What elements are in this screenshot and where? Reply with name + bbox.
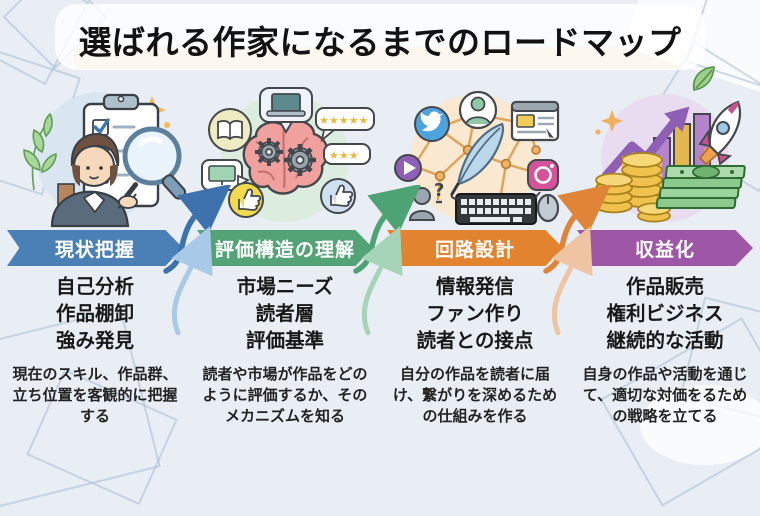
svg-text:?: ? (434, 180, 444, 201)
bird-icon (414, 106, 450, 142)
keyword: 評価基準 (245, 329, 324, 352)
step-description: 読者や市場が作品をどのように評価するか、そのメカニズムを知る (202, 365, 368, 425)
banknotes-icon (655, 165, 746, 209)
woman-avatar (50, 132, 139, 228)
step-circuit-design: ? (380, 80, 570, 427)
keyword: ファン作り (426, 302, 524, 325)
growth-arrow-icon (601, 106, 690, 181)
step-banner-current-state: 現状把握 (7, 230, 183, 266)
step-banner-circuit: 回路設計 (387, 230, 563, 266)
step-description: 自身の作品や活動を通じて、適切な対価をるための戦略を立てる (582, 365, 748, 425)
keyword: 読者との接点 (416, 329, 534, 352)
keyword: 情報発信 (435, 276, 514, 298)
step-keywords: 自己分析 作品棚卸 強み発見 (56, 274, 134, 355)
keyword: 作品棚卸 (55, 302, 134, 325)
browser-window-icon (510, 100, 560, 142)
step-keywords: 情報発信 ファン作り 読者との接点 (417, 274, 534, 355)
keyword: 市場ニーズ (236, 276, 334, 298)
header: 選ばれる作家になるまでのロードマップ (0, 16, 760, 69)
step-banner-monetization: 収益化 (577, 230, 753, 266)
illustration-woman-checklist-magnifier (23, 92, 187, 228)
step-description: 自分の作品を読者に届け、繋がりを深めるための仕組みを作る (392, 365, 558, 425)
page-title-text: 選ばれる作家になるまでのロードマップ (78, 24, 682, 61)
svg-text:★★★★★: ★★★★★ (319, 114, 368, 127)
rocket-icon (698, 100, 742, 166)
leaf-icon (692, 66, 715, 91)
step-current-state: 現状把握 自己分析 作品棚卸 強み発見 現在のスキル、作品群、立ち位置を客観的に… (0, 80, 190, 427)
illustration-social-network-quill: ? (394, 90, 560, 225)
step-banner-evaluation: 評価構造の理解 (197, 230, 373, 266)
thumbs-up-icon (320, 178, 356, 214)
keyword: 自己分析 (55, 276, 134, 298)
brain-gears-icon (242, 119, 329, 195)
roadmap-steps: 現状把握 自己分析 作品棚卸 強み発見 現在のスキル、作品群、立ち位置を客観的に… (0, 80, 760, 427)
svg-text:★★★: ★★★ (329, 149, 359, 162)
play-button-icon (394, 154, 422, 182)
open-book-bubble-icon (208, 108, 252, 152)
step-keywords: 市場ニーズ 読者層 評価基準 (237, 274, 334, 355)
laptop-bubble-icon (259, 87, 313, 134)
keyword: 強み発見 (55, 329, 134, 352)
page-title: 選ばれる作家になるまでのロードマップ (72, 16, 688, 69)
thumbs-up-icon (228, 182, 264, 218)
camera-app-icon (527, 159, 559, 191)
keyboard-icon (455, 193, 537, 225)
mouse-icon (535, 191, 560, 223)
keyword: 読者層 (255, 302, 315, 325)
monitor-bubble-icon (201, 159, 251, 191)
quill-feather-icon (450, 122, 505, 200)
illustration-brain-gears-feedback: ★★★★★ ★★★ (201, 87, 375, 222)
step-monetization: 収益化 作品販売 権利ビジネス 継続的な活動 自身の作品や活動を通じて、適切な対… (570, 80, 760, 427)
network-graph (412, 112, 541, 201)
illustration-money-growth-rocket (595, 94, 746, 223)
title-background (55, 4, 705, 70)
three-star-rating-icon: ★★★ (323, 143, 371, 165)
keyword: 作品販売 (625, 276, 704, 298)
five-star-rating-icon: ★★★★★ (315, 107, 375, 143)
step-keywords: 作品販売 権利ビジネス 継続的な活動 (606, 274, 723, 355)
keyword: 権利ビジネス (606, 302, 724, 325)
magnifier-icon (122, 126, 187, 200)
plant-leaves (23, 112, 57, 191)
step-evaluation-structure: ★★★★★ ★★★ (190, 80, 380, 427)
user-icon (458, 90, 498, 130)
step-description: 現在のスキル、作品群、立ち位置を客観的に把握する (12, 365, 178, 425)
keyword: 継続的な活動 (606, 329, 724, 352)
